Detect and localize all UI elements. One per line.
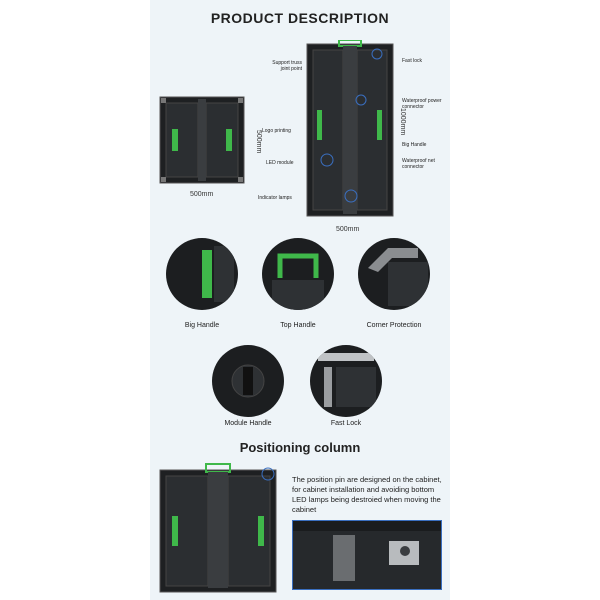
callout-waterproof-net: Waterproof net connector: [402, 158, 435, 170]
small-width-dim: 500mm: [190, 191, 214, 198]
callout-big-handle: Big Handle: [402, 142, 427, 148]
callout-led-module: LED module: [266, 160, 294, 166]
positioning-description: The position pin are designed on the cab…: [292, 475, 442, 514]
top-handle-caption: Top Handle: [280, 322, 316, 329]
positioning-pin-zoom-image: [292, 520, 442, 590]
large-height-dim: 1000mm: [399, 108, 406, 136]
callout-logo-printing: Logo printing: [262, 128, 291, 134]
fast-lock-caption: Fast Lock: [330, 420, 362, 427]
callout-indicator-lamps: Indicator lamps: [258, 195, 292, 201]
fast-lock-image: [310, 345, 382, 417]
small-cabinet-image: [159, 96, 245, 184]
callout-waterproof-power: Waterproof power connector: [402, 98, 442, 110]
module-handle-image: [212, 345, 284, 417]
callout-fast-lock: Fast lock: [402, 58, 423, 64]
positioning-cabinet-image: [159, 463, 277, 593]
large-width-dim: 500mm: [336, 226, 360, 233]
page-title: PRODUCT DESCRIPTION: [210, 10, 390, 26]
big-handle-caption: Big Handle: [184, 322, 220, 329]
top-handle-image: [262, 238, 334, 310]
callout-support-truss: Support truss joint point: [272, 60, 302, 72]
module-handle-caption: Module Handle: [224, 420, 272, 427]
big-handle-image: [166, 238, 238, 310]
small-height-dim: 500mm: [255, 130, 262, 154]
corner-protection-caption: Corner Protection: [366, 322, 422, 329]
large-cabinet-image: [306, 40, 394, 217]
corner-protection-image: [358, 238, 430, 310]
positioning-title: Positioning column: [239, 440, 361, 455]
